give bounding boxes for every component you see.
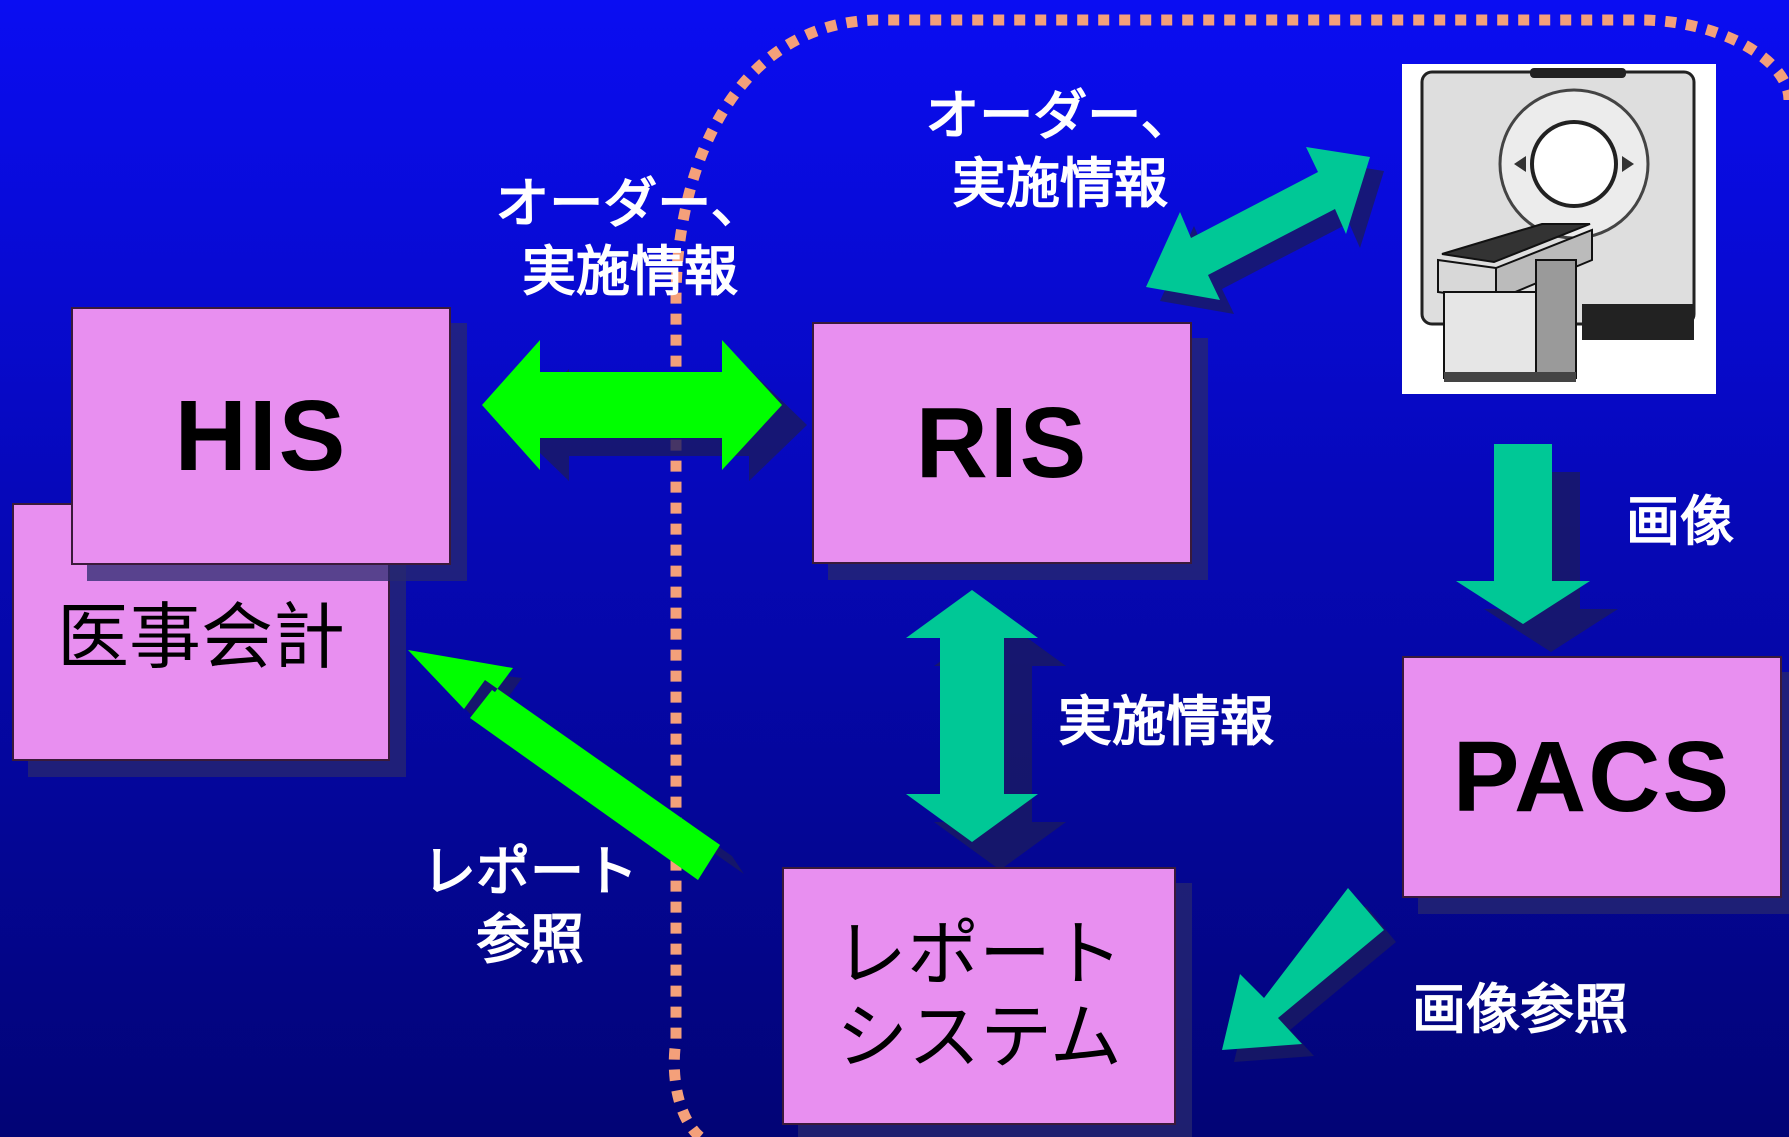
report-system-node: レポート システム bbox=[782, 867, 1176, 1125]
modality-pacs-label: 画像 bbox=[1626, 490, 1734, 553]
his-node: HIS bbox=[71, 307, 451, 565]
pacs-report-label: 画像参照 bbox=[1412, 978, 1628, 1041]
his-ris-arrow bbox=[482, 340, 807, 481]
report-label-line1: レポート bbox=[834, 912, 1123, 997]
ris-modality-label: オーダー、 実施情報 bbox=[925, 84, 1195, 215]
ris-node: RIS bbox=[812, 322, 1192, 564]
ct-scanner-image bbox=[1402, 64, 1716, 394]
report-accounting-label: レポート 参照 bbox=[422, 840, 638, 971]
ris-label: RIS bbox=[915, 386, 1089, 499]
ris-modality-arrow bbox=[1146, 147, 1384, 314]
his-label: HIS bbox=[174, 379, 348, 492]
accounting-label: 医事会計 bbox=[56, 595, 345, 680]
report-accounting-arrow bbox=[408, 650, 744, 880]
report-label-line2: システム bbox=[836, 995, 1122, 1079]
pacs-node: PACS bbox=[1402, 656, 1782, 898]
pacs-label: PACS bbox=[1452, 720, 1732, 833]
ct-scanner-icon bbox=[1420, 68, 1696, 382]
ris-report-label: 実施情報 bbox=[1058, 690, 1274, 753]
pacs-report-arrow bbox=[1222, 888, 1396, 1062]
ris-report-arrow bbox=[906, 590, 1066, 870]
department-boundary bbox=[668, 14, 1789, 1137]
modality-pacs-arrow bbox=[1456, 444, 1618, 652]
his-ris-label: オーダー、 実施情報 bbox=[495, 172, 765, 303]
